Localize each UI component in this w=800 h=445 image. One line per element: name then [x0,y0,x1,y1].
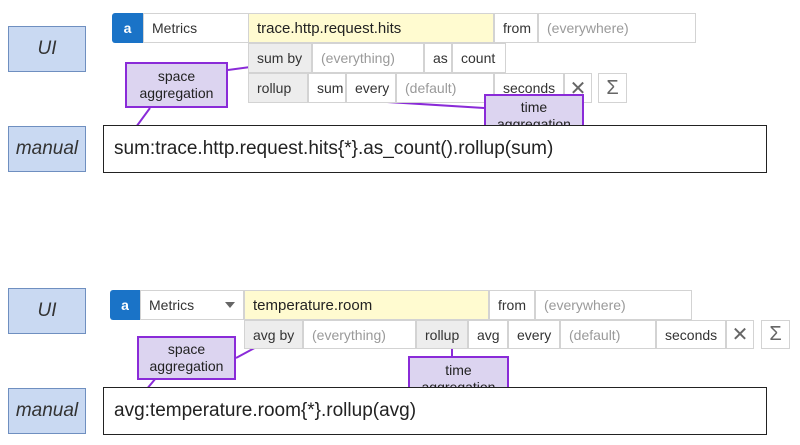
metric-input[interactable]: trace.http.request.hits [248,13,494,43]
callout-line: time [445,362,472,378]
callout-line: aggregation [149,358,224,374]
from-scope-input[interactable]: (everywhere) [535,290,692,320]
sigma-icon[interactable]: Σ [761,320,790,349]
manual-query-1[interactable]: sum:trace.http.request.hits{*}.as_count(… [103,125,767,173]
ui-label-1: UI [8,26,86,72]
unit-select[interactable]: seconds [656,320,726,349]
group-by-input[interactable]: (everything) [303,320,416,349]
from-label: from [489,290,535,320]
query-badge[interactable]: a [112,13,143,43]
group-by-input[interactable]: (everything) [312,43,424,73]
source-select[interactable]: Metrics [140,290,244,320]
every-interval-input[interactable]: (default) [560,320,656,349]
every-label: every [508,320,560,349]
source-select-value: Metrics [149,297,195,313]
space-aggregation-select[interactable]: sum by [248,43,312,73]
manual-label-2: manual [8,388,86,434]
query-editor-2: a Metrics temperature.room from (everywh… [110,290,692,320]
manual-label-1: manual [8,126,86,172]
query-badge[interactable]: a [110,290,140,320]
callout-line: space [167,341,206,357]
every-label: every [346,73,396,103]
close-icon[interactable]: ✕ [726,320,754,349]
from-scope-input[interactable]: (everywhere) [538,13,696,43]
chevron-down-icon [225,302,235,308]
from-label: from [494,13,538,43]
callout-line: aggregation [139,85,214,101]
sigma-icon[interactable]: Σ [598,73,627,103]
space-aggregation-select[interactable]: avg by [244,320,303,349]
callout-line: space [157,68,196,84]
rollup-method-select[interactable]: sum [308,73,346,103]
as-label: as [424,43,452,73]
as-count-select[interactable]: count [452,43,506,73]
query-editor-1: a Metrics trace.http.request.hits from (… [112,13,696,43]
ui-label-2: UI [8,288,86,334]
rollup-label: rollup [416,320,468,349]
rollup-method-select[interactable]: avg [468,320,508,349]
callout-line: time [520,99,548,115]
source-select-value: Metrics [152,20,198,36]
rollup-label: rollup [248,73,308,103]
every-interval-input[interactable]: (default) [396,73,494,103]
metric-input[interactable]: temperature.room [244,290,489,320]
manual-query-2[interactable]: avg:temperature.room{*}.rollup(avg) [103,387,767,435]
